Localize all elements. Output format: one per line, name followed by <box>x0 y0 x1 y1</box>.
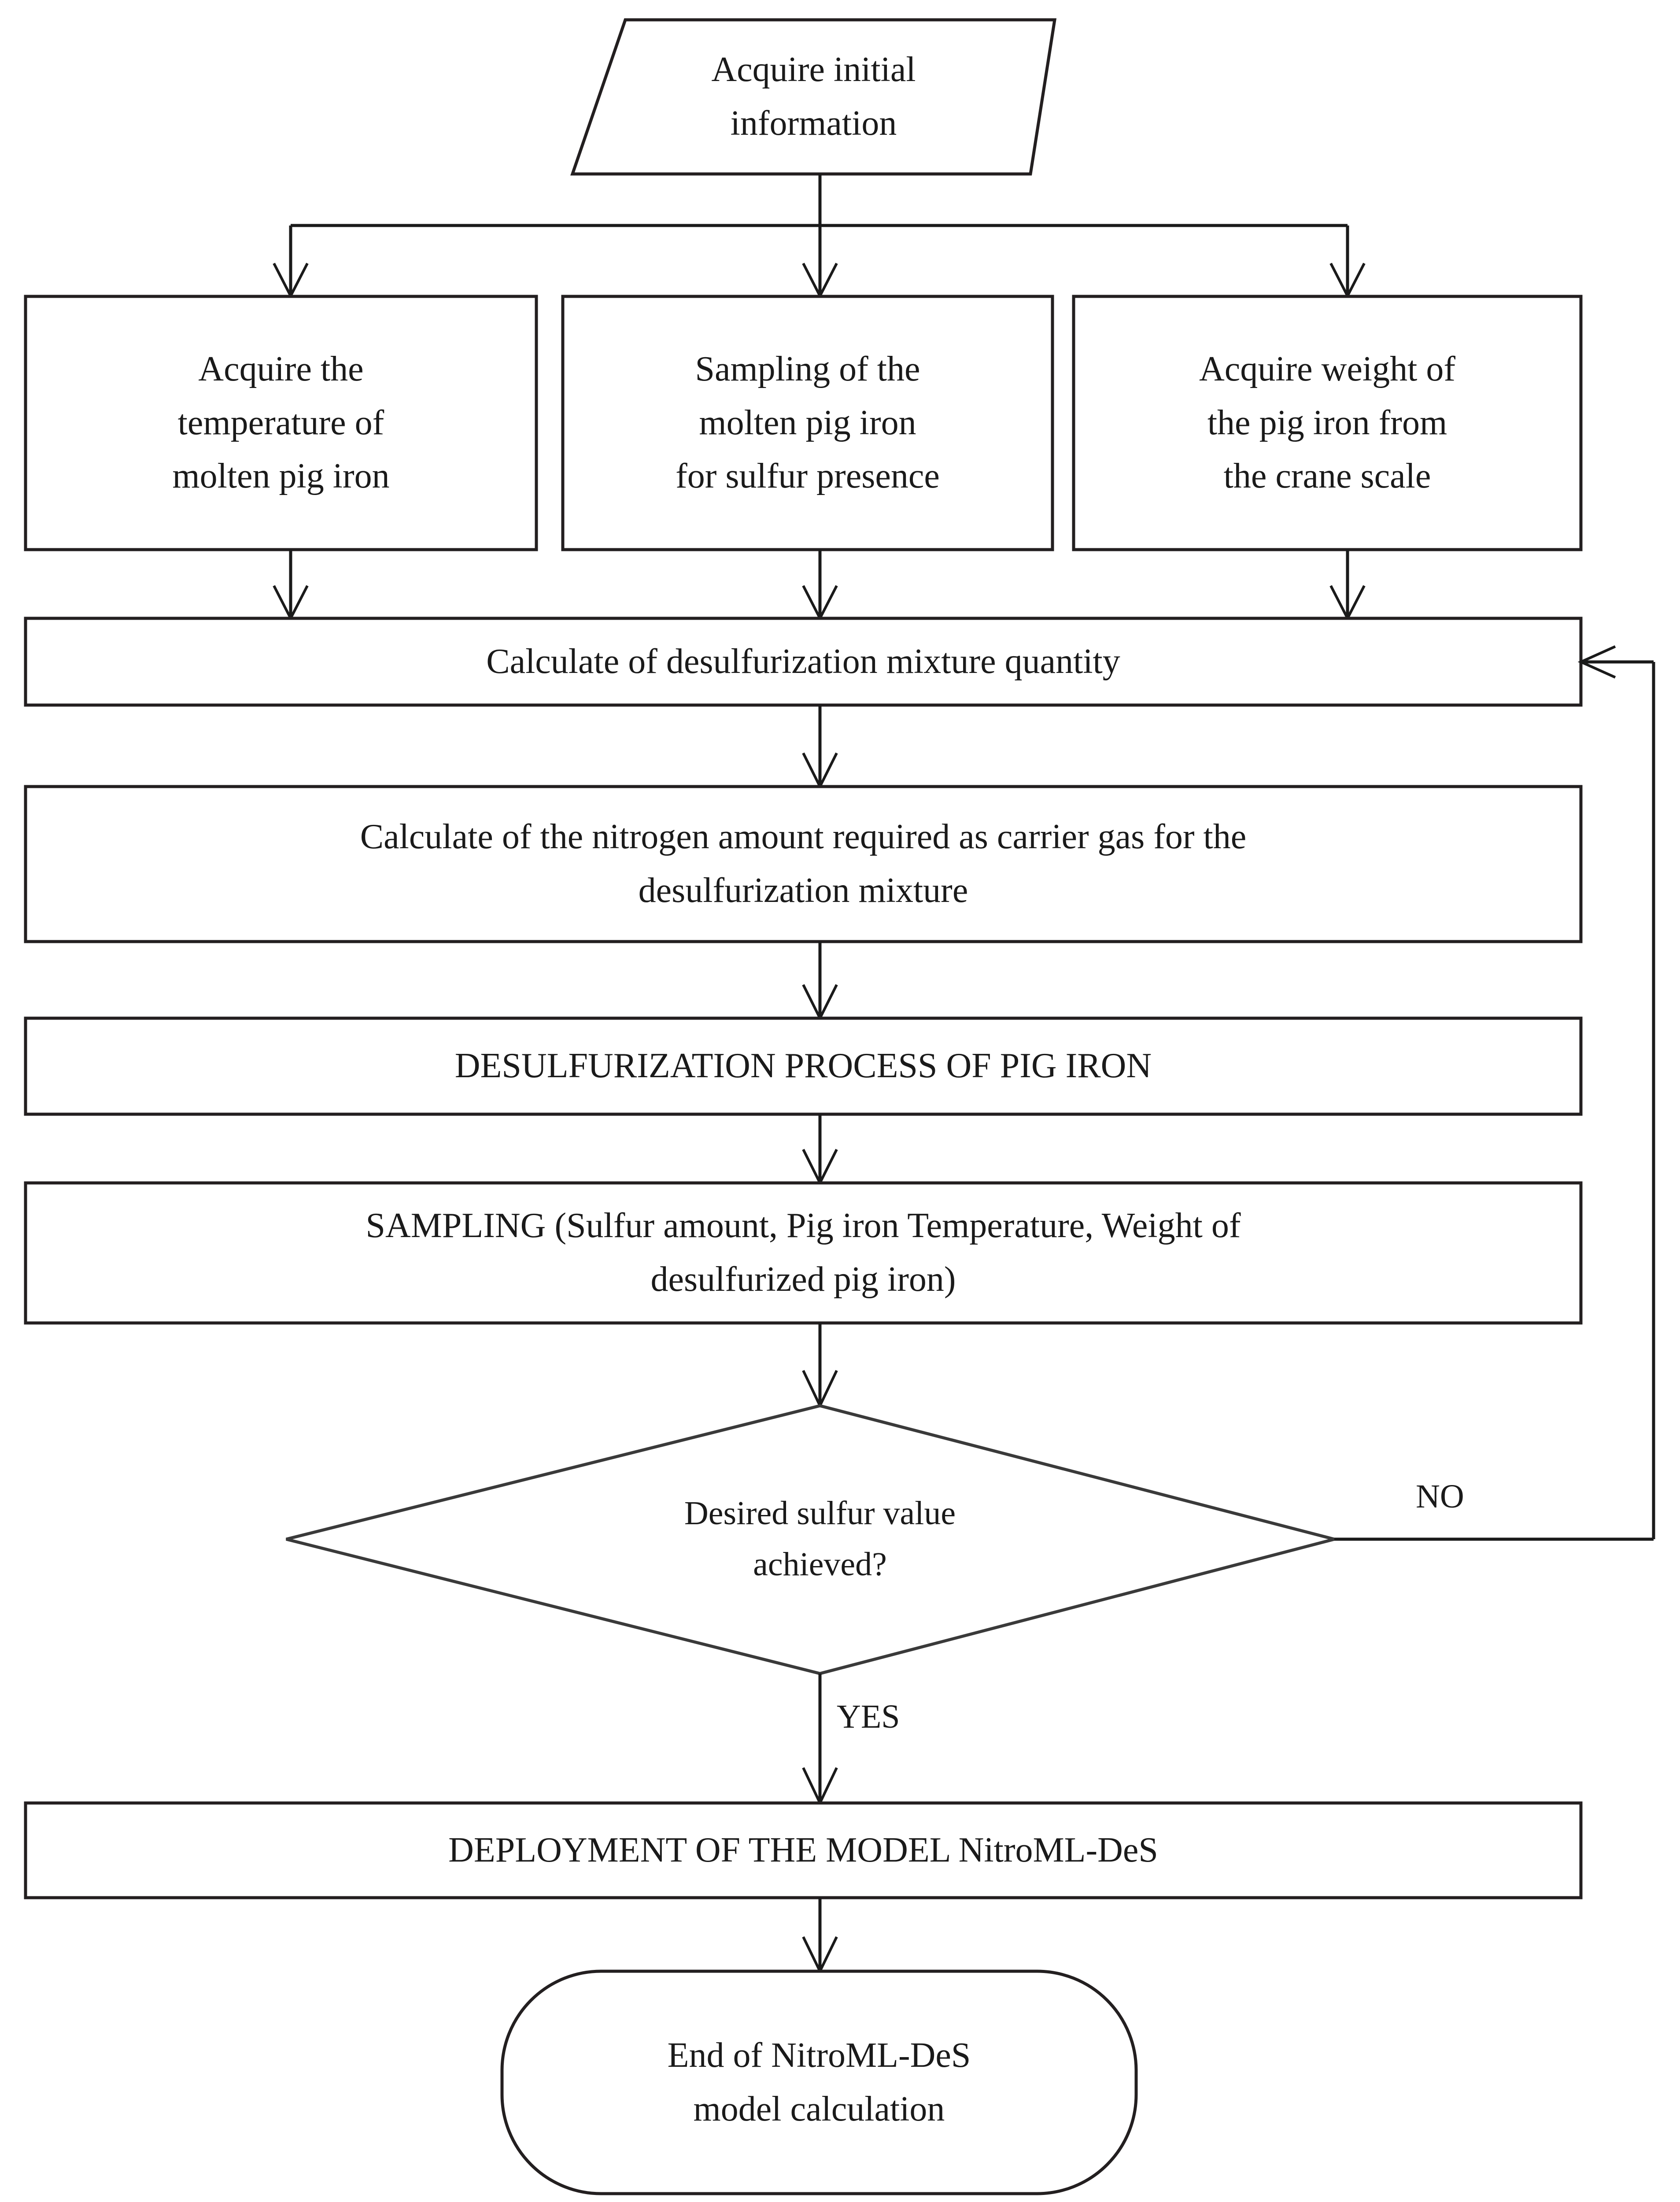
edge-label-no: NO <box>1416 1478 1464 1515</box>
acquire-weight-label: Acquire weight of the pig iron from the … <box>1199 350 1456 496</box>
end-label: End of NitroML-DeS model calculation <box>667 2036 971 2128</box>
deployment-label: DEPLOYMENT OF THE MODEL NitroML-DeS <box>448 1830 1158 1869</box>
decision-label: Desired sulfur value achieved? <box>684 1495 956 1583</box>
start-parallelogram[interactable] <box>570 18 1057 176</box>
start-label: Acquire initial information <box>711 50 916 143</box>
calc-mixture-label: Calculate of desulfurization mixture qua… <box>486 642 1120 681</box>
calc-mixture-box[interactable] <box>24 617 1583 707</box>
desulf-process-label: DESULFURIZATION PROCESS OF PIG IRON <box>454 1046 1152 1086</box>
acquire-weight-box[interactable] <box>1072 295 1583 551</box>
sampling-results-label: SAMPLING (Sulfur amount, Pig iron Temper… <box>366 1206 1241 1299</box>
arrowhead-no-return <box>1577 645 1616 679</box>
calc-nitrogen-box[interactable] <box>24 785 1583 943</box>
sampling-sulfur-label: Sampling of the molten pig iron for sulf… <box>676 350 940 496</box>
deployment-box[interactable] <box>24 1801 1583 1899</box>
end-terminator[interactable] <box>500 1969 1138 2195</box>
calc-nitrogen-label: Calculate of the nitrogen amount require… <box>360 817 1247 910</box>
sampling-results-box[interactable] <box>24 1181 1583 1325</box>
edge-label-yes: YES <box>837 1698 900 1735</box>
acquire-temperature-label: Acquire the temperature of molten pig ir… <box>172 350 390 496</box>
acquire-temperature-box[interactable] <box>24 295 538 551</box>
sampling-sulfur-box[interactable] <box>561 295 1054 551</box>
desulf-process-box[interactable] <box>24 1016 1583 1116</box>
